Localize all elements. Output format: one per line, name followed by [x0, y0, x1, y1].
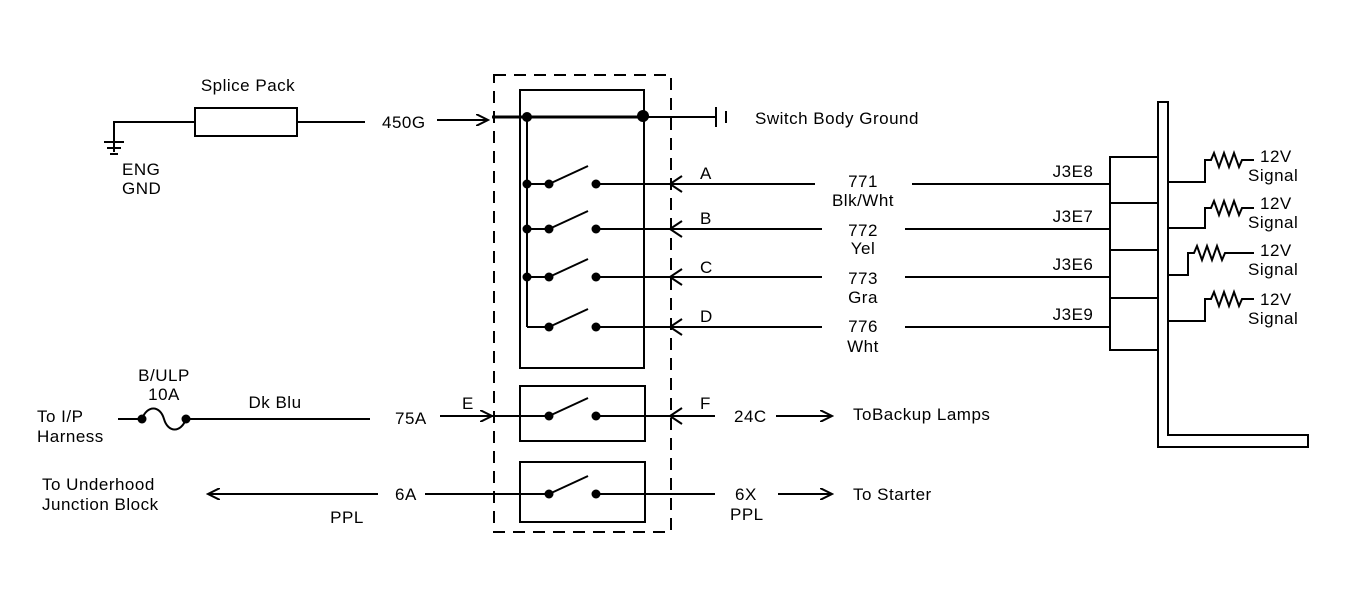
pin-f-label: F — [700, 394, 711, 413]
circuit-6a-label: 6A — [395, 485, 417, 504]
signal-1-voltage: 12V — [1260, 147, 1292, 166]
switch-b — [522, 210, 822, 234]
signal-source-4 — [1168, 289, 1254, 322]
underhood-label-1: To Underhood — [42, 475, 155, 494]
wire-color-wht: Wht — [847, 337, 879, 356]
wire-color-gra: Gra — [848, 288, 878, 307]
signal-source-1 — [1168, 150, 1254, 183]
ground-bus-node-right — [637, 110, 649, 122]
ppl-label-in: PPL — [330, 508, 364, 527]
signal-3-label: Signal — [1248, 260, 1298, 279]
engine-ground-symbol — [104, 121, 195, 155]
signal-source-2 — [1168, 198, 1254, 229]
circuit-771-label: 771 — [848, 172, 878, 191]
circuit-75a-label: 75A — [395, 409, 427, 428]
control-module-outline — [1157, 101, 1309, 448]
gnd-ground-label: GND — [122, 179, 161, 198]
circuit-24c-label: 24C — [734, 407, 767, 426]
circuit-6x-label: 6X — [735, 485, 757, 504]
signal-4-label: Signal — [1248, 309, 1298, 328]
circuit-772-label: 772 — [848, 221, 878, 240]
to-starter-label: To Starter — [853, 485, 932, 504]
pin-e-label: E — [462, 394, 474, 413]
splice-pack-box — [194, 107, 298, 137]
switch-body-ground-symbol — [715, 107, 727, 127]
switch-body-ground-label: Switch Body Ground — [755, 109, 919, 128]
pin-arrows — [668, 175, 683, 336]
underhood-label-2: Junction Block — [42, 495, 159, 514]
connector-cavities — [1109, 156, 1159, 351]
connector-j3e7-label: J3E7 — [1053, 207, 1094, 226]
fuse-rating-label: 10A — [148, 385, 180, 404]
switch-c — [522, 258, 822, 282]
connector-j3e6-label: J3E6 — [1053, 255, 1094, 274]
starter-switch-block — [519, 461, 646, 523]
wire-color-yel: Yel — [851, 239, 876, 258]
signal-source-3 — [1168, 243, 1254, 276]
ip-harness-label-2: Harness — [37, 427, 104, 446]
signal-2-label: Signal — [1248, 213, 1298, 232]
wire-450g-label: 450G — [382, 113, 426, 132]
splice-pack-label: Splice Pack — [201, 76, 295, 95]
pin-d-label: D — [700, 307, 713, 326]
fuse-name-label: B/ULP — [138, 366, 190, 385]
signal-2-voltage: 12V — [1260, 194, 1292, 213]
connector-j3e9-label: J3E9 — [1053, 305, 1094, 324]
switch-assembly-outline — [493, 74, 672, 533]
signal-1-label: Signal — [1248, 166, 1298, 185]
eng-ground-label: ENG — [122, 160, 160, 179]
signal-4-voltage: 12V — [1260, 290, 1292, 309]
switch-d — [527, 308, 822, 332]
ppl-label-out: PPL — [730, 505, 764, 524]
signal-3-voltage: 12V — [1260, 241, 1292, 260]
wire-color-blk-wht: Blk/Wht — [832, 191, 894, 210]
starter-switch-contacts — [425, 475, 715, 499]
backup-lamps-label: ToBackup Lamps — [853, 405, 990, 424]
connector-j3e8-label: J3E8 — [1053, 162, 1094, 181]
backup-switch-block — [519, 385, 646, 442]
pin-a-label: A — [700, 164, 712, 183]
pin-b-label: B — [700, 209, 712, 228]
circuit-776-label: 776 — [848, 317, 878, 336]
backup-switch-contacts — [492, 397, 715, 425]
dk-blu-label: Dk Blu — [248, 393, 301, 412]
ip-harness-label-1: To I/P — [37, 407, 83, 426]
circuit-773-label: 773 — [848, 269, 878, 288]
pin-c-label: C — [700, 258, 713, 277]
fuse-symbol — [118, 407, 191, 431]
switch-a — [522, 165, 815, 189]
